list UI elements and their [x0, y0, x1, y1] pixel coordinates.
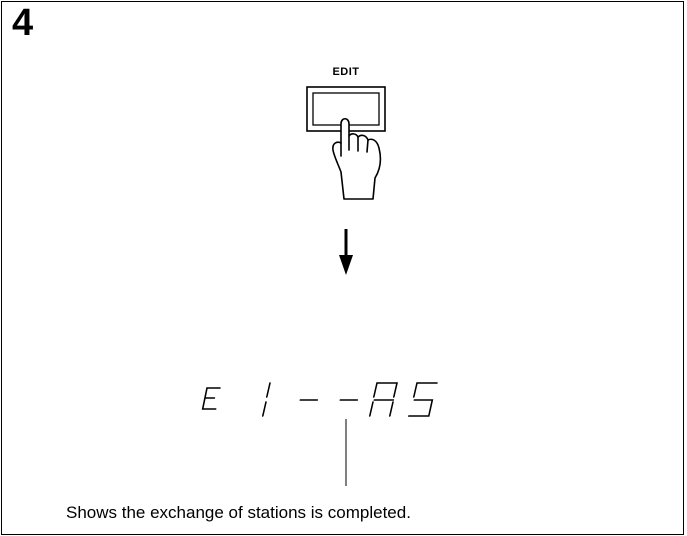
step-number: 4 — [12, 2, 34, 44]
edit-button-label: EDIT — [332, 66, 360, 78]
pressing-hand-icon — [332, 117, 382, 200]
down-arrow-icon — [339, 229, 353, 275]
display-char-e — [201, 387, 221, 410]
display-char-1 — [261, 382, 271, 417]
display-char-a — [368, 382, 398, 417]
display-char-s — [407, 382, 438, 417]
segment-display — [201, 382, 438, 417]
caption-text: Shows the exchange of stations is comple… — [66, 503, 411, 522]
